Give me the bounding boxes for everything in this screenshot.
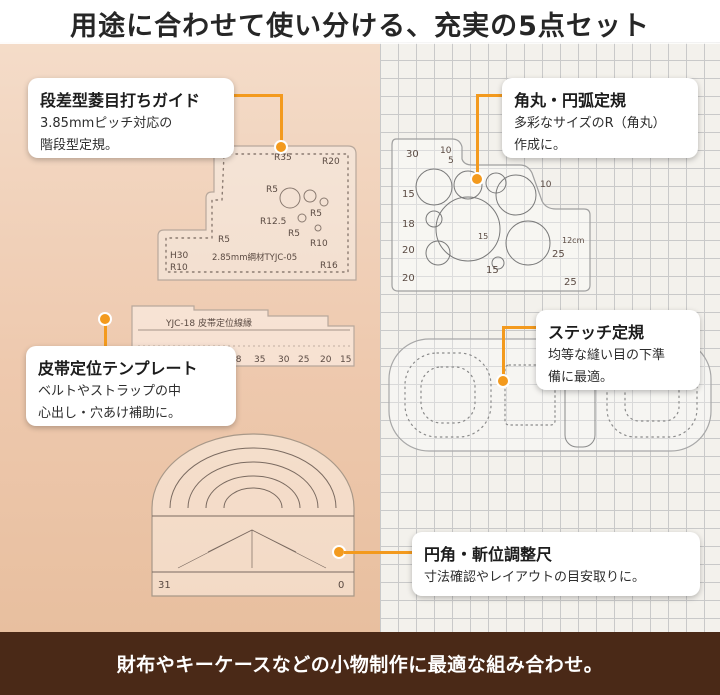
label-0: 0	[338, 580, 344, 591]
label-20-a: 20	[402, 245, 415, 256]
headline: 用途に合わせて使い分ける、充実の5点セット	[70, 11, 650, 42]
callout-title: 段差型菱目打ちガイド	[40, 91, 201, 110]
connector-line-1	[232, 94, 282, 97]
footer-banner: 財布やキーケースなどの小物制作に最適な組み合わせ。	[0, 632, 720, 695]
label-r16: R16	[320, 261, 338, 271]
callout-title: 円角・斬位調整尺	[424, 545, 553, 564]
label-r10-b: R10	[170, 263, 188, 273]
callout-desc-line: 階段型定規。	[40, 138, 119, 153]
label-15-b: 15	[478, 232, 488, 241]
label-31: 31	[158, 580, 171, 591]
corner-radius-ruler: 30 10 5 10 15 18 15 20 15 25 12cm 25 20	[391, 138, 591, 292]
label-25: 25	[298, 355, 309, 365]
headline-band	[0, 0, 720, 44]
step-guide-ruler: R35 R20 R5 R12.5 R5 R5 R10 R5 H30 R10 2.…	[157, 145, 357, 281]
connector-line-2	[476, 94, 504, 97]
label-5: 5	[448, 156, 454, 166]
callout-dot-4	[496, 374, 510, 388]
label-30: 30	[406, 149, 419, 160]
callout-title: 皮帯定位テンプレート	[38, 359, 198, 378]
radius-adjustment-ruler: 31 0	[151, 433, 355, 597]
label-20: 20	[320, 355, 332, 365]
callout-title: 角丸・円弧定規	[514, 91, 627, 110]
callout-dot-2	[470, 172, 484, 186]
label-25-b: 25	[564, 277, 577, 288]
footer-text: 財布やキーケースなどの小物制作に最適な組み合わせ。	[116, 654, 604, 676]
connector-line-3	[104, 318, 107, 348]
callout-dot-1	[274, 140, 288, 154]
label-15-c: 15	[486, 265, 499, 276]
connector-line-4b	[502, 326, 505, 378]
label-r35: R35	[274, 153, 292, 163]
label-r20: R20	[322, 157, 340, 167]
label-h30: H30	[170, 251, 188, 261]
callout-desc-line: 作成に。	[514, 138, 567, 153]
label-r12-5: R12.5	[260, 217, 286, 227]
callout-desc-line: 心出し・穴あけ補助に。	[38, 406, 182, 421]
label-15-a: 15	[402, 189, 415, 200]
label-yjc18: YJC-18 皮帯定位線縁	[165, 317, 252, 329]
callout-step-guide: 段差型菱目打ちガイド 3.85mmピッチ対応の 階段型定規。	[28, 78, 234, 158]
label-15: 15	[340, 355, 351, 365]
callout-radius-ruler: 円角・斬位調整尺 寸法確認やレイアウトの目安取りに。	[412, 532, 700, 596]
label-18: 18	[402, 219, 415, 230]
label-12cm: 12cm	[562, 236, 585, 245]
connector-line-4	[502, 326, 540, 329]
label-r10-a: R10	[310, 239, 328, 249]
connector-line-5	[344, 551, 414, 554]
callout-desc-line: ベルトやストラップの中	[38, 384, 182, 399]
connector-line-2b	[476, 94, 479, 178]
callout-desc-line: 多彩なサイズのR（角丸）	[514, 116, 666, 131]
callout-title: ステッチ定規	[548, 323, 645, 342]
label-20-b: 20	[402, 273, 415, 284]
callout-desc-line: 備に最適。	[548, 370, 614, 385]
callout-desc-line: 寸法確認やレイアウトの目安取りに。	[424, 570, 646, 585]
label-25-a: 25	[552, 249, 565, 260]
label-r5-c: R5	[288, 229, 300, 239]
label-30: 30	[278, 355, 290, 365]
callout-dot-3	[98, 312, 112, 326]
callout-corner-ruler: 角丸・円弧定規 多彩なサイズのR（角丸） 作成に。	[502, 78, 698, 158]
label-r5-a: R5	[266, 185, 278, 195]
callout-desc-line: 3.85mmピッチ対応の	[40, 116, 173, 131]
connector-line-1b	[280, 94, 283, 146]
label-r5-d: R5	[218, 235, 230, 245]
label-10-a: 10	[440, 146, 452, 156]
label-model-tyjc05: 2.85mm綱材TYJC-05	[212, 252, 297, 263]
callout-belt-template: 皮帯定位テンプレート ベルトやストラップの中 心出し・穴あけ補助に。	[26, 346, 236, 426]
callout-stitch-ruler: ステッチ定規 均等な縫い目の下準 備に最適。	[536, 310, 700, 390]
callout-desc-line: 均等な縫い目の下準	[548, 348, 666, 363]
label-35: 35	[254, 355, 265, 365]
label-10-b: 10	[540, 180, 552, 190]
label-r5-b: R5	[310, 209, 322, 219]
